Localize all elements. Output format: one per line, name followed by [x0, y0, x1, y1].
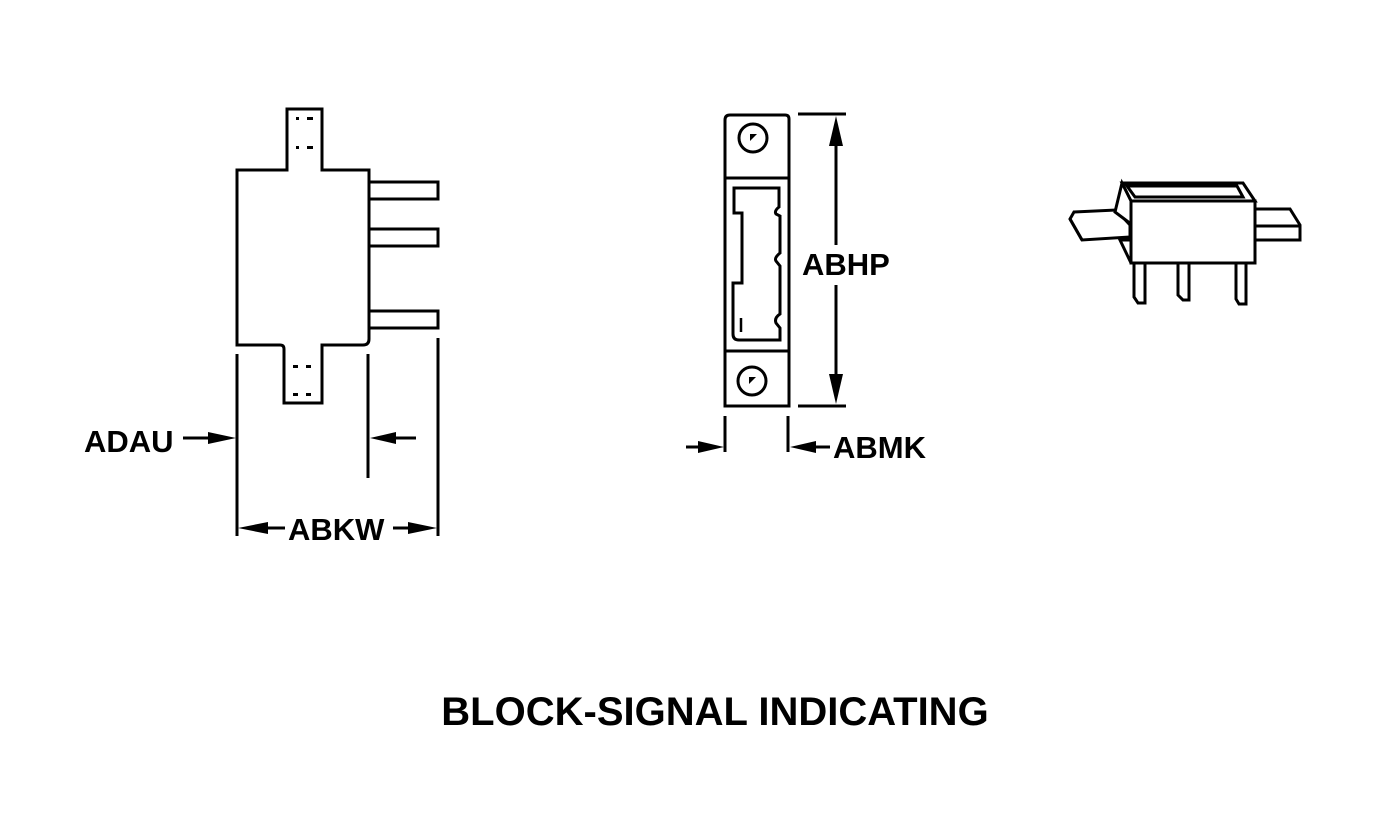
- pin-2: [367, 227, 440, 248]
- dim-label-adau: ADAU: [84, 424, 174, 459]
- abkw-left-arrowhead: [238, 522, 268, 534]
- abmk-right-arrowhead: [790, 441, 816, 453]
- pin-1: [367, 180, 440, 201]
- dim-label-abkw: ABKW: [288, 512, 385, 547]
- adau-right-arrowhead: [370, 432, 396, 444]
- abhp-arrowhead-top: [829, 116, 843, 146]
- drawing-title: BLOCK-SIGNAL INDICATING: [441, 690, 988, 734]
- screw-bottom-icon: [736, 365, 768, 397]
- abhp-arrowhead-bottom: [829, 374, 843, 404]
- top-tab-dashes: [296, 117, 313, 149]
- abmk-left-arrowhead: [698, 441, 724, 453]
- front-view: ADAU ABKW: [84, 107, 440, 547]
- iso-pin-3: [1234, 261, 1248, 306]
- iso-pin-1: [1132, 261, 1147, 305]
- iso-body-front: [1129, 199, 1257, 265]
- side-view: ABHP ABMK: [686, 112, 927, 465]
- iso-top-window: [1124, 184, 1246, 199]
- isometric-view: [1068, 178, 1302, 306]
- iso-pin-2: [1176, 261, 1191, 302]
- dim-label-abhp: ABHP: [802, 247, 890, 282]
- abkw-right-arrowhead: [408, 522, 437, 534]
- screw-top-icon: [737, 122, 769, 154]
- adau-arrowhead: [208, 432, 236, 444]
- indicator-window: [731, 186, 782, 342]
- iso-body-left-bevel: [1113, 178, 1133, 227]
- bottom-tab-dashes: [293, 365, 311, 396]
- front-body-outline: [235, 107, 371, 405]
- dim-label-abmk: ABMK: [833, 430, 927, 465]
- pin-3: [367, 309, 440, 330]
- iso-left-flange-edge: [1068, 218, 1084, 241]
- iso-body-lower-left: [1117, 238, 1133, 264]
- side-body-outline: [723, 113, 791, 408]
